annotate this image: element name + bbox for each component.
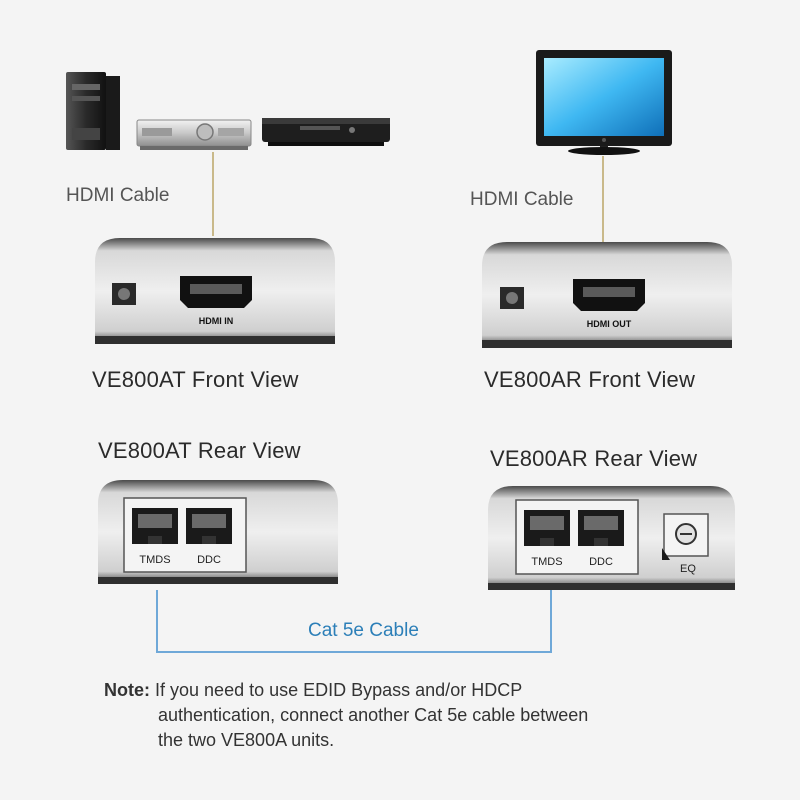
ve800at-rear-unit [98,480,338,584]
note-line-1: If you need to use EDID Bypass and/or HD… [155,680,523,700]
rj45-tmds-port [524,510,570,546]
ve800at-front-view-label: VE800AT Front View [92,367,299,392]
port-label-tmds: TMDS [531,556,562,568]
hdmi-out-port [573,279,645,311]
hdmi-cable-label-right: HDMI Cable [470,189,574,210]
flat-panel-monitor-icon [536,50,672,155]
eq-dial-icon [662,513,709,560]
ve800ar-front-unit [482,242,732,348]
rj45-ddc-port [578,510,624,546]
port-label-ddc: DDC [197,554,221,566]
dvd-player-icon [262,118,390,146]
note-line-2: authentication, connect another Cat 5e c… [158,705,589,725]
port-label-eq: EQ [680,563,696,575]
rj45-tmds-port [132,508,178,544]
note-line-3: the two VE800A units. [158,730,335,750]
port-label-hdmi-in: HDMI IN [199,316,234,326]
cat5e-cable-line [156,590,552,653]
pc-tower-icon [66,72,120,150]
ve800ar-rear-unit [488,486,735,590]
hdmi-in-port [180,276,252,308]
rj45-ddc-port [186,508,232,544]
port-label-tmds: TMDS [139,554,170,566]
av-receiver-icon [136,119,252,150]
note-key: Note: [104,680,150,700]
hdmi-cable-label-left: HDMI Cable [66,185,170,206]
ve800at-rear-view-label: VE800AT Rear View [98,438,301,463]
ve800ar-front-view-label: VE800AR Front View [484,367,696,392]
port-label-ddc: DDC [589,556,613,568]
ve800ar-rear-view-label: VE800AR Rear View [490,446,698,471]
note-block: Note: If you need to use EDID Bypass and… [104,678,744,753]
port-label-hdmi-out: HDMI OUT [587,319,632,329]
cat5e-cable-label: Cat 5e Cable [308,620,419,641]
ve800at-front-unit [95,238,335,344]
